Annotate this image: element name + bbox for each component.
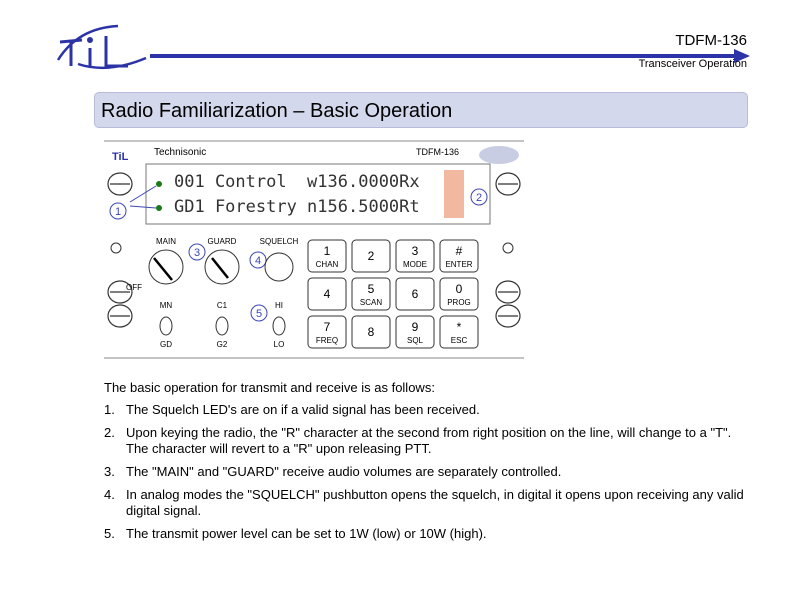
key-label: 2: [368, 249, 375, 263]
key-label: 5: [368, 282, 375, 296]
til-logo: [56, 24, 147, 70]
callout-1: 1: [115, 206, 121, 218]
channel-toggle[interactable]: [215, 316, 229, 336]
slide-title: Radio Familiarization – Basic Operation: [101, 100, 453, 122]
key-label: 6: [412, 287, 419, 301]
callout-2: 2: [476, 192, 482, 204]
list-text: In analog modes the "SQUELCH" pushbutton…: [126, 487, 744, 518]
switch-top-label: MN: [160, 301, 173, 310]
list-item: 2. Upon keying the radio, the "R" charact…: [104, 425, 754, 457]
intro-text: The basic operation for transmit and rec…: [104, 380, 435, 395]
header-rule: [150, 54, 740, 58]
list-item: 4. In analog modes the "SQUELCH" pushbutt…: [104, 487, 754, 519]
document-title: TDFM-136: [675, 32, 747, 49]
switch-top-label: HI: [275, 301, 283, 310]
key-label: 3: [412, 244, 419, 258]
list-item: 3. The "MAIN" and "GUARD" receive audio v…: [104, 464, 754, 480]
list-number: 4.: [104, 487, 115, 502]
key-6-right[interactable]: 6: [395, 277, 435, 311]
panel-badge-icon: [479, 146, 519, 164]
list-item: 5. The transmit power level can be set to…: [104, 526, 754, 542]
mount-screw-icon: [502, 242, 514, 254]
radio-front-panel: TiL Technisonic TDFM-136 001 Control w13…: [104, 140, 524, 360]
list-text: The transmit power level can be set to 1…: [126, 526, 487, 541]
key-sublabel: CHAN: [316, 260, 339, 269]
key-sublabel: ESC: [451, 336, 468, 345]
knob-label-guard: GUARD: [208, 237, 237, 246]
key-label: 0: [456, 282, 463, 296]
switch-bottom-label: LO: [274, 340, 285, 349]
switch-bottom-label: GD: [160, 340, 172, 349]
mount-screw-icon: [110, 242, 122, 254]
key-label: 4: [324, 287, 331, 301]
key-star-esc[interactable]: * ESC: [439, 315, 479, 349]
key-label: 1: [324, 244, 331, 258]
off-label: OFF: [126, 283, 142, 292]
callout-5: 5: [256, 308, 262, 320]
switch-bottom-label: G2: [217, 340, 228, 349]
key-4-left[interactable]: 4: [307, 277, 347, 311]
knob-label-main: MAIN: [156, 237, 176, 246]
key-label: 8: [368, 325, 375, 339]
list-number: 5.: [104, 526, 115, 541]
list-item: 1. The Squelch LED's are on if a valid si…: [104, 402, 754, 418]
key-sublabel: ENTER: [445, 260, 472, 269]
squelch-pushbutton[interactable]: [264, 252, 294, 282]
panel-model: TDFM-136: [416, 147, 459, 157]
main-guard-toggle[interactable]: [159, 316, 173, 336]
list-text: The "MAIN" and "GUARD" receive audio vol…: [126, 464, 562, 479]
callout-3: 3: [194, 247, 200, 259]
squelch-led-guard: [156, 205, 162, 211]
key-2-up[interactable]: 2: [351, 239, 391, 273]
key-sublabel: MODE: [403, 260, 427, 269]
rx-tx-highlight: [444, 170, 464, 218]
key-sublabel: PROG: [447, 298, 471, 307]
display-line-guard: GD1 Forestry n156.5000Rt: [174, 197, 420, 217]
squelch-led-main: [156, 181, 162, 187]
lcd-display: [145, 163, 491, 225]
switch-top-label: C1: [217, 301, 228, 310]
main-volume-knob[interactable]: [148, 249, 184, 285]
key-label: #: [456, 244, 463, 258]
header-arrow-icon: [734, 49, 750, 63]
key-8-down[interactable]: 8: [351, 315, 391, 349]
panel-logo: TiL: [112, 151, 129, 163]
document-subtitle: Transceiver Operation: [638, 58, 747, 70]
key-label: 9: [412, 320, 419, 334]
key-label: *: [457, 320, 462, 334]
list-number: 2.: [104, 425, 115, 440]
display-line-main: 001 Control w136.0000Rx: [174, 172, 420, 192]
panel-brand: Technisonic: [154, 147, 206, 158]
slide-title-bar: Radio Familiarization – Basic Operation: [94, 92, 748, 128]
callout-4: 4: [255, 255, 261, 267]
knob-label-squelch: SQUELCH: [260, 237, 299, 246]
list-number: 3.: [104, 464, 115, 479]
operation-list: 1. The Squelch LED's are on if a valid si…: [104, 402, 754, 542]
body-text: The basic operation for transmit and rec…: [104, 380, 754, 549]
list-text: Upon keying the radio, the "R" character…: [126, 425, 732, 456]
power-level-toggle[interactable]: [272, 316, 286, 336]
key-label: 7: [324, 320, 331, 334]
guard-volume-knob[interactable]: [204, 249, 240, 285]
key-hash-enter[interactable]: # ENTER: [439, 239, 479, 273]
list-text: The Squelch LED's are on if a valid sign…: [126, 402, 480, 417]
list-number: 1.: [104, 402, 115, 417]
key-sublabel: SCAN: [360, 298, 382, 307]
key-sublabel: SQL: [407, 336, 424, 345]
key-sublabel: FREQ: [316, 336, 338, 345]
